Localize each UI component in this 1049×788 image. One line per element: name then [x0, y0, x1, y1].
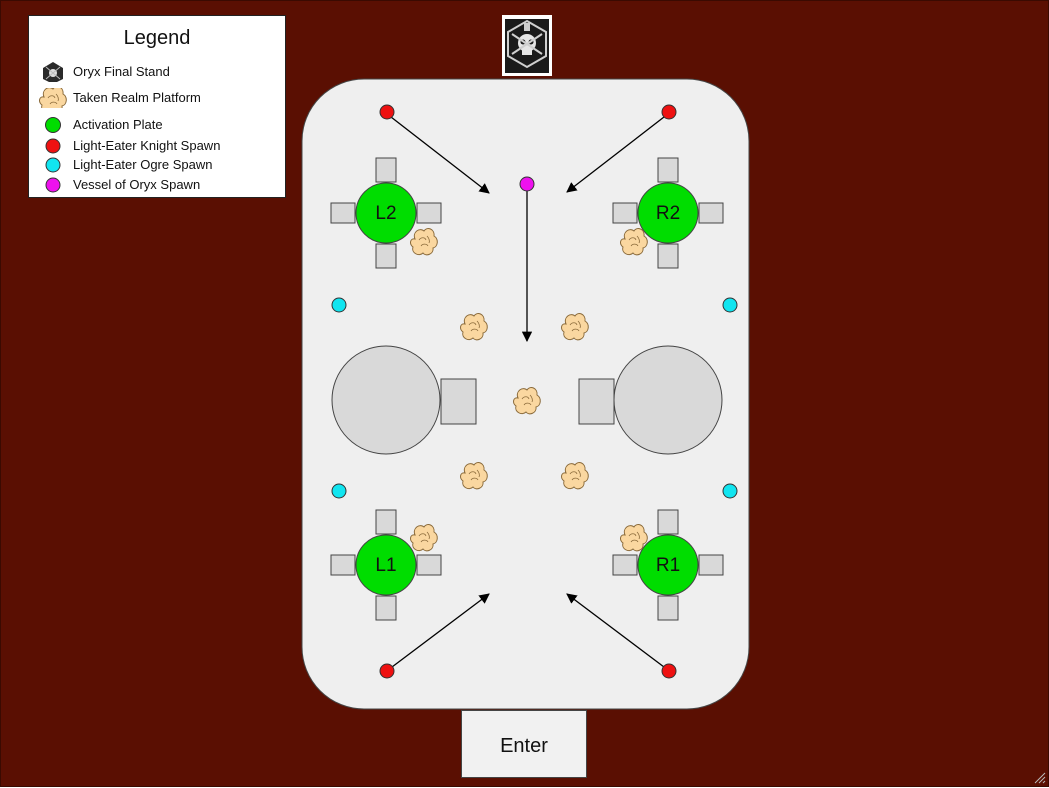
- knight-spawn: [379, 663, 395, 679]
- ogre-spawns: [331, 297, 738, 499]
- taken-platform-icon: [39, 88, 67, 108]
- legend-label: Light-Eater Ogre Spawn: [73, 157, 213, 172]
- activation-plate-r1: [612, 509, 724, 621]
- ogre-spawn: [331, 483, 347, 499]
- legend-title: Legend: [123, 27, 191, 49]
- knight-spawn-icon: [45, 138, 61, 154]
- legend-label: Taken Realm Platform: [73, 90, 201, 105]
- plate-label-r2: R2: [655, 203, 681, 224]
- knight-spawn: [661, 104, 677, 120]
- plate-label-r1: R1: [655, 555, 681, 576]
- arrow-nw: [390, 116, 490, 194]
- knight-spawns: [379, 104, 677, 679]
- legend: Legend Oryx Final Stand Taken Realm Plat…: [28, 15, 286, 198]
- left-pillar: [331, 345, 477, 455]
- activation-plate-icon: [45, 117, 61, 133]
- ogre-spawn-icon: [45, 157, 61, 173]
- oryx-final-stand-marker: [502, 15, 552, 76]
- knight-spawn: [379, 104, 395, 120]
- knight-spawn: [661, 663, 677, 679]
- knight-path-arrows: [390, 116, 665, 668]
- legend-label: Activation Plate: [73, 117, 163, 132]
- ogre-spawn: [331, 297, 347, 313]
- vessel-spawn: [519, 176, 535, 192]
- plate-label-l1: L1: [375, 555, 397, 576]
- ogre-spawn: [722, 297, 738, 313]
- entrance-label: Enter: [500, 735, 548, 757]
- right-pillar: [578, 345, 723, 455]
- activation-plate-l1: [330, 509, 442, 621]
- arrow-sw: [391, 593, 490, 668]
- activation-plate-l2: [330, 157, 442, 269]
- entrance: Enter: [461, 710, 587, 778]
- arrow-se: [566, 593, 665, 668]
- ogre-spawn: [722, 483, 738, 499]
- arrow-ne: [566, 116, 665, 193]
- resize-grip-icon[interactable]: [1032, 770, 1046, 784]
- oryx-emblem-icon: [43, 62, 63, 82]
- legend-label: Light-Eater Knight Spawn: [73, 138, 221, 153]
- vessel-spawn-icon: [45, 177, 61, 193]
- activation-plate-r2: [612, 157, 724, 269]
- legend-label: Oryx Final Stand: [73, 64, 170, 79]
- plate-label-l2: L2: [375, 203, 397, 224]
- legend-label: Vessel of Oryx Spawn: [73, 177, 201, 192]
